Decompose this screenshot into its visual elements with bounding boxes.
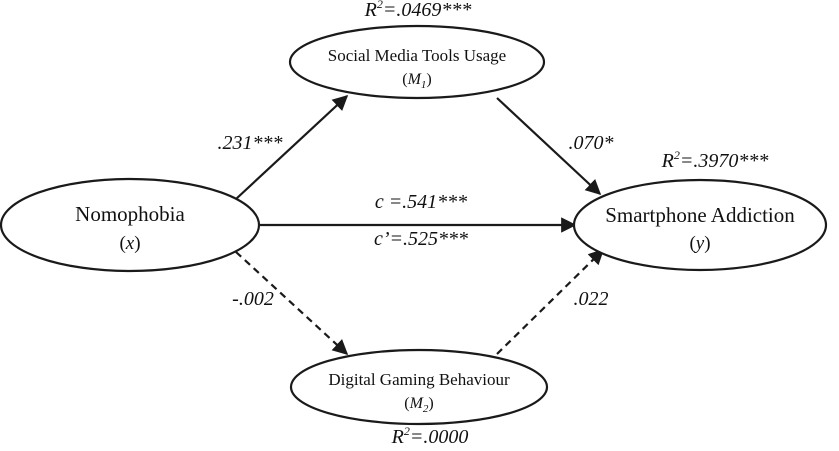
node-nomophobia: Nomophobia (x) xyxy=(0,177,261,273)
coef-direct-effect: c’=.525*** xyxy=(374,228,468,250)
node-digital-gaming-behaviour: Digital Gaming Behaviour (M2) xyxy=(289,348,549,426)
coef-total-effect: c =.541*** xyxy=(375,191,467,213)
node-nomophobia-symbol: (x) xyxy=(119,233,140,254)
node-social-media-tools-usage: Social Media Tools Usage (M1) xyxy=(288,24,546,100)
node-smartphone-addiction: Smartphone Addiction (y) xyxy=(572,178,828,272)
coef-nomophobia-to-social-media: .231*** xyxy=(218,132,283,154)
coef-social-media-to-smartphone-addiction: .070* xyxy=(569,132,614,154)
node-smartphone-addiction-symbol: (y) xyxy=(689,233,710,254)
edge-social-media-to-smartphone-addiction xyxy=(496,97,602,196)
edge-nomophobia-to-digital-gaming xyxy=(235,251,349,356)
edge-digital-gaming-to-smartphone-addiction xyxy=(496,248,605,355)
coef-digital-gaming-to-smartphone-addiction: .022 xyxy=(574,288,609,310)
edge-nomophobia-to-social-media xyxy=(235,94,349,200)
r-squared-digital-gaming: R2=.0000 xyxy=(391,424,469,448)
node-smartphone-addiction-label: Smartphone Addiction xyxy=(605,203,795,227)
r-squared-social-media: R2=.0469*** xyxy=(364,0,472,21)
node-social-media-label: Social Media Tools Usage xyxy=(328,46,506,65)
r-squared-smartphone-addiction: R2=.3970*** xyxy=(661,148,769,172)
coef-nomophobia-to-digital-gaming: -.002 xyxy=(232,288,274,310)
node-nomophobia-label: Nomophobia xyxy=(75,202,185,226)
node-digital-gaming-label: Digital Gaming Behaviour xyxy=(328,370,510,389)
